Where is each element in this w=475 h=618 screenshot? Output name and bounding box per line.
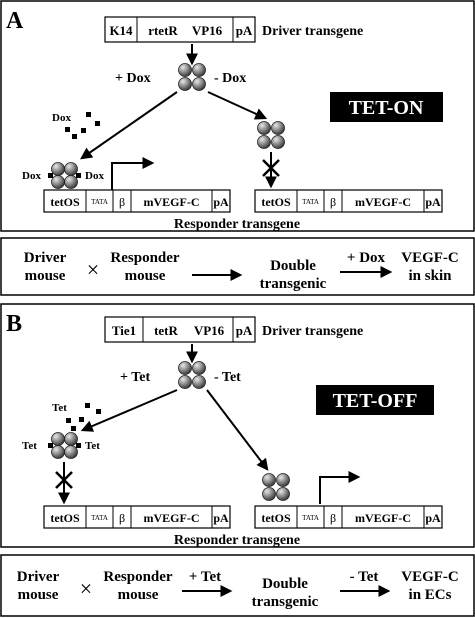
blocked-x-mark-b — [55, 471, 73, 489]
dox-bound-right-label: Dox — [85, 170, 104, 182]
driver-activator-a: VP16 — [192, 23, 223, 38]
flow-driver-mouse: Driver — [24, 250, 67, 266]
flow-driver-mouse: mouse — [25, 268, 66, 284]
flow-double-transgenic: Double — [270, 258, 316, 274]
responder-gene: mVEGF-C — [355, 195, 411, 209]
responder-transgene-a-inactive: tetOS TATA β mVEGF-C pA — [254, 189, 443, 213]
responder-caption-b: Responder transgene — [174, 533, 300, 548]
flow-condition: - Tet — [350, 569, 379, 585]
flow-condition: + Dox — [347, 250, 386, 266]
flow-responder-mouse: Responder — [110, 250, 180, 266]
transcription-start-arrow-a — [111, 157, 155, 190]
flow-result: in ECs — [409, 587, 452, 603]
driver-polya-b: pA — [236, 323, 253, 338]
flow-driver-mouse: mouse — [18, 587, 59, 603]
tet-bound-left-label: Tet — [22, 440, 37, 452]
minus-dox-arrow — [207, 91, 268, 120]
minus-dox-label: - Dox — [214, 71, 246, 86]
driver-caption-a: Driver transgene — [262, 24, 363, 39]
responder-tata: TATA — [302, 198, 319, 206]
tet-on-badge — [330, 92, 443, 122]
flow-result: VEGF-C — [401, 250, 459, 266]
flow-double-transgenic: Double — [262, 576, 308, 592]
minus-tet-label: - Tet — [214, 370, 241, 385]
responder-gene: mVEGF-C — [144, 195, 200, 209]
dox-bound-transactivator — [48, 162, 81, 189]
tet-off-badge — [316, 385, 434, 415]
transactivator-protein-a — [178, 63, 206, 91]
responder-gene: mVEGF-C — [144, 511, 200, 525]
unbound-transactivator-a — [257, 121, 285, 149]
flow-double-transgenic: transgenic — [252, 594, 319, 610]
responder-transgene-b-inactive: tetOS TATA β mVEGF-C pA — [43, 505, 231, 529]
plus-tet-arrow — [80, 389, 178, 432]
driver-repressor-b: tetR — [154, 323, 178, 338]
driver-promoter-b: Tie1 — [112, 323, 136, 338]
responder-operator: tetOS — [261, 511, 291, 525]
flow-responder-mouse: mouse — [125, 268, 166, 284]
responder-tata: TATA — [302, 514, 319, 522]
responder-polya: pA — [213, 195, 229, 209]
dox-bound-left-label: Dox — [22, 170, 41, 182]
driver-polya-a: pA — [236, 23, 253, 38]
panel-b: B Tie1 tetR VP16 pA Driver transgene + T… — [0, 303, 475, 548]
blocked-x-mark-a — [262, 159, 280, 177]
panel-b-label: B — [6, 311, 22, 337]
responder-caption-a: Responder transgene — [174, 217, 300, 232]
responder-beta: β — [119, 511, 125, 525]
responder-polya: pA — [425, 195, 441, 209]
tet-off-badge-text: TET-OFF — [333, 390, 418, 412]
responder-beta: β — [119, 195, 125, 209]
dox-molecules — [65, 112, 100, 139]
driver-caption-b: Driver transgene — [262, 324, 363, 339]
panel-a: A K14 rtetR VP16 pA Driver transgene + D… — [0, 0, 475, 232]
breeding-flow-b: Driver mouse × Responder mouse + Tet Dou… — [0, 554, 475, 617]
driver-transgene-b: Tie1 tetR VP16 pA Driver transgene — [104, 316, 363, 343]
responder-transgene-a-active: tetOS TATA β mVEGF-C pA — [43, 189, 231, 213]
minus-tet-arrow — [206, 389, 269, 471]
transcription-start-arrow-b — [319, 471, 361, 504]
responder-operator: tetOS — [50, 511, 80, 525]
panel-a-frame — [0, 0, 475, 232]
flow-responder-mouse: Responder — [103, 569, 173, 585]
transactivator-protein-b — [178, 361, 206, 389]
cross-symbol: × — [80, 576, 92, 601]
breeding-flow-a: Driver mouse × Responder mouse Double tr… — [0, 237, 475, 296]
responder-tata: TATA — [91, 198, 108, 206]
tet-bound-transactivator — [48, 432, 81, 459]
driver-promoter-a: K14 — [109, 23, 133, 38]
panel-b-frame — [0, 303, 475, 548]
flow-result: in skin — [409, 268, 453, 284]
flow-condition: + Tet — [189, 569, 221, 585]
plus-dox-arrow — [80, 91, 178, 160]
responder-operator: tetOS — [50, 195, 80, 209]
unbound-transactivator-b — [262, 473, 290, 501]
responder-polya: pA — [425, 511, 441, 525]
plus-dox-label: + Dox — [115, 71, 151, 86]
responder-gene: mVEGF-C — [355, 511, 411, 525]
plus-tet-label: + Tet — [120, 370, 150, 385]
flow-driver-mouse: Driver — [17, 569, 60, 585]
driver-transgene-a: K14 rtetR VP16 pA Driver transgene — [104, 16, 363, 43]
flow-double-transgenic: transgenic — [260, 276, 327, 292]
tet-free-label: Tet — [52, 402, 67, 414]
responder-beta: β — [330, 511, 336, 525]
tet-bound-right-label: Tet — [85, 440, 100, 452]
responder-beta: β — [330, 195, 336, 209]
cross-symbol: × — [87, 257, 99, 282]
responder-operator: tetOS — [261, 195, 291, 209]
tet-on-badge-text: TET-ON — [349, 97, 424, 119]
flow-responder-mouse: mouse — [118, 587, 159, 603]
dox-free-label: Dox — [52, 112, 71, 124]
responder-polya: pA — [213, 511, 229, 525]
flow-result: VEGF-C — [401, 569, 459, 585]
driver-repressor-a: rtetR — [148, 23, 178, 38]
responder-tata: TATA — [91, 514, 108, 522]
responder-transgene-b-active: tetOS TATA β mVEGF-C pA — [254, 505, 443, 529]
tet-molecules — [66, 403, 101, 431]
driver-activator-b: VP16 — [194, 323, 225, 338]
panel-a-label: A — [6, 8, 24, 34]
